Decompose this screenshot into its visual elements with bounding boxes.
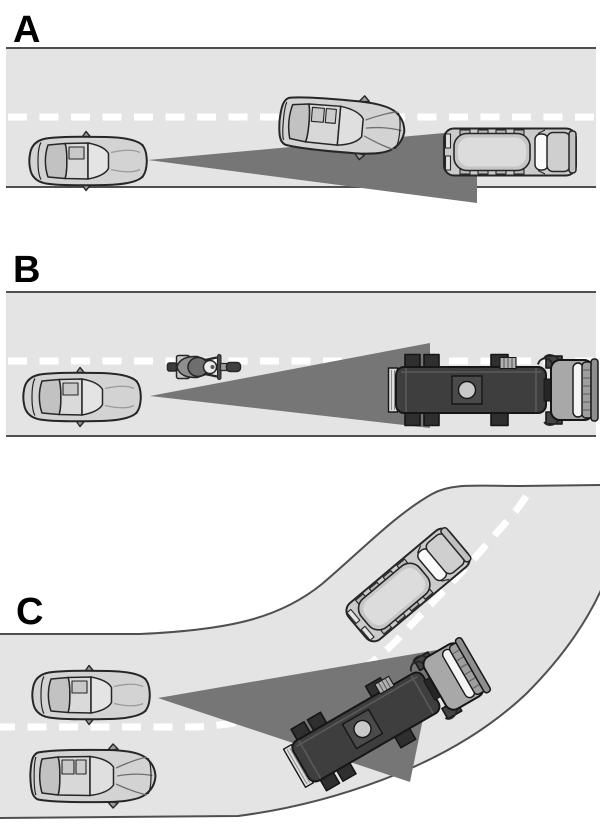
- road-b-borders: [6, 291, 596, 437]
- panel-c: C: [0, 484, 600, 819]
- panel-b-label: B: [13, 249, 40, 291]
- sensor-beam-b: [150, 343, 430, 428]
- lane-marking-c: [0, 485, 535, 731]
- lead-van-icon: [443, 127, 577, 177]
- ego-car-icon-a: [28, 130, 148, 192]
- panel-a-label: A: [13, 9, 40, 51]
- panel-b: B: [6, 249, 599, 437]
- ego-car-icon-b: [22, 366, 142, 428]
- road-a-borders: [6, 47, 596, 188]
- panel-c-label: C: [16, 591, 43, 633]
- tanker-truck-icon-b: [387, 353, 599, 427]
- ego-car-icon-c: [31, 664, 151, 726]
- road-c-outer-border: [0, 484, 600, 635]
- panel-a: A: [6, 9, 596, 203]
- road-c-inner-border: [0, 589, 600, 819]
- trailing-sedan-icon: [29, 743, 157, 809]
